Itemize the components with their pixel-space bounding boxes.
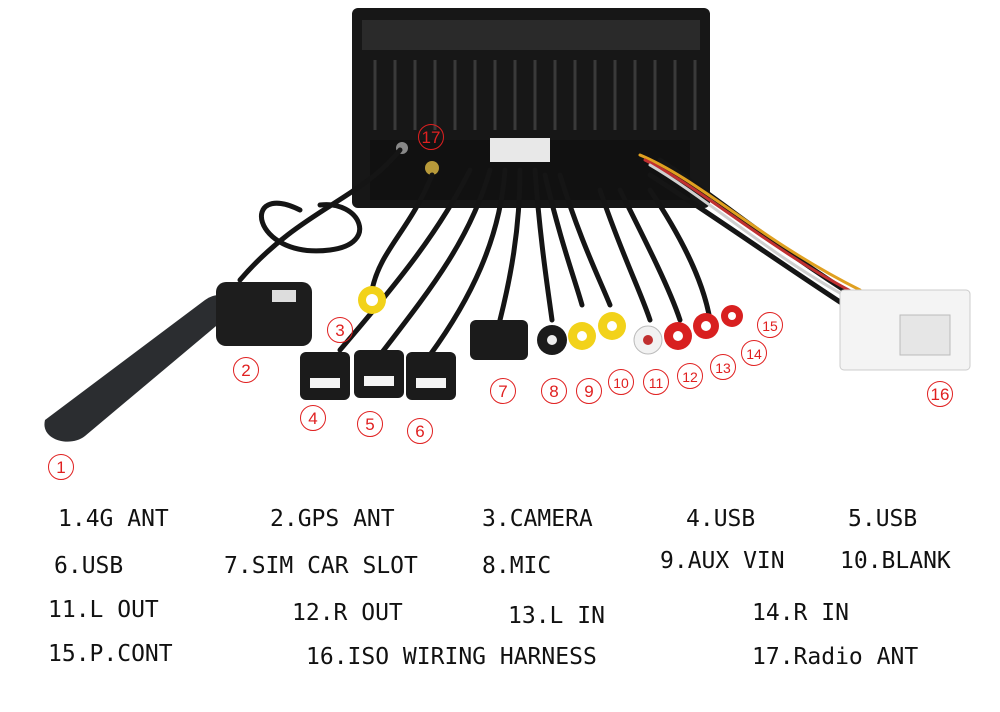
camera-rca — [358, 286, 386, 314]
legend-item-5: 5.USB — [848, 506, 918, 532]
product-photo — [44, 8, 971, 442]
marker-5: 5 — [357, 411, 383, 437]
marker-4: 4 — [300, 405, 326, 431]
legend-item-16: 16.ISO WIRING HARNESS — [306, 644, 597, 670]
legend-item-15: 15.P.CONT — [48, 641, 173, 667]
marker-6: 6 — [407, 418, 433, 444]
legend-item-11: 11.L OUT — [48, 597, 159, 623]
legend-item-6: 6.USB — [54, 553, 124, 579]
legend-item-8: 8.MIC — [482, 553, 552, 579]
marker-11: 11 — [643, 369, 669, 395]
marker-16: 16 — [927, 381, 953, 407]
rca-connectors — [568, 305, 743, 355]
head-unit-chassis — [352, 8, 710, 208]
usb-connectors — [300, 350, 456, 400]
legend-item-14: 14.R IN — [752, 600, 849, 626]
legend-item-4: 4.USB — [686, 506, 756, 532]
marker-2: 2 — [233, 357, 259, 383]
legend-item-1: 1.4G ANT — [58, 506, 169, 532]
legend-item-13: 13.L IN — [508, 603, 605, 629]
marker-14: 14 — [741, 340, 767, 366]
marker-10: 10 — [608, 369, 634, 395]
marker-8: 8 — [541, 378, 567, 404]
mic-jack — [537, 325, 567, 355]
legend-item-3: 3.CAMERA — [482, 506, 593, 532]
legend-item-9: 9.AUX VIN — [660, 548, 785, 574]
marker-12: 12 — [677, 363, 703, 389]
cable-bundle — [237, 147, 863, 358]
legend-item-12: 12.R OUT — [292, 600, 403, 626]
legend-item-10: 10.BLANK — [840, 548, 951, 574]
marker-3: 3 — [327, 317, 353, 343]
marker-13: 13 — [710, 354, 736, 380]
sim-slot — [470, 320, 528, 360]
legend-item-17: 17.Radio ANT — [752, 644, 919, 670]
marker-15: 15 — [757, 312, 783, 338]
legend-item-2: 2.GPS ANT — [270, 506, 395, 532]
iso-harness-plug — [839, 289, 971, 371]
4g-antenna — [44, 295, 232, 442]
marker-9: 9 — [576, 378, 602, 404]
harness-color-wires — [638, 153, 864, 307]
marker-17: 17 — [418, 124, 444, 150]
marker-1: 1 — [48, 454, 74, 480]
gps-antenna — [216, 282, 312, 346]
legend-item-7: 7.SIM CAR SLOT — [224, 553, 418, 579]
marker-7: 7 — [490, 378, 516, 404]
